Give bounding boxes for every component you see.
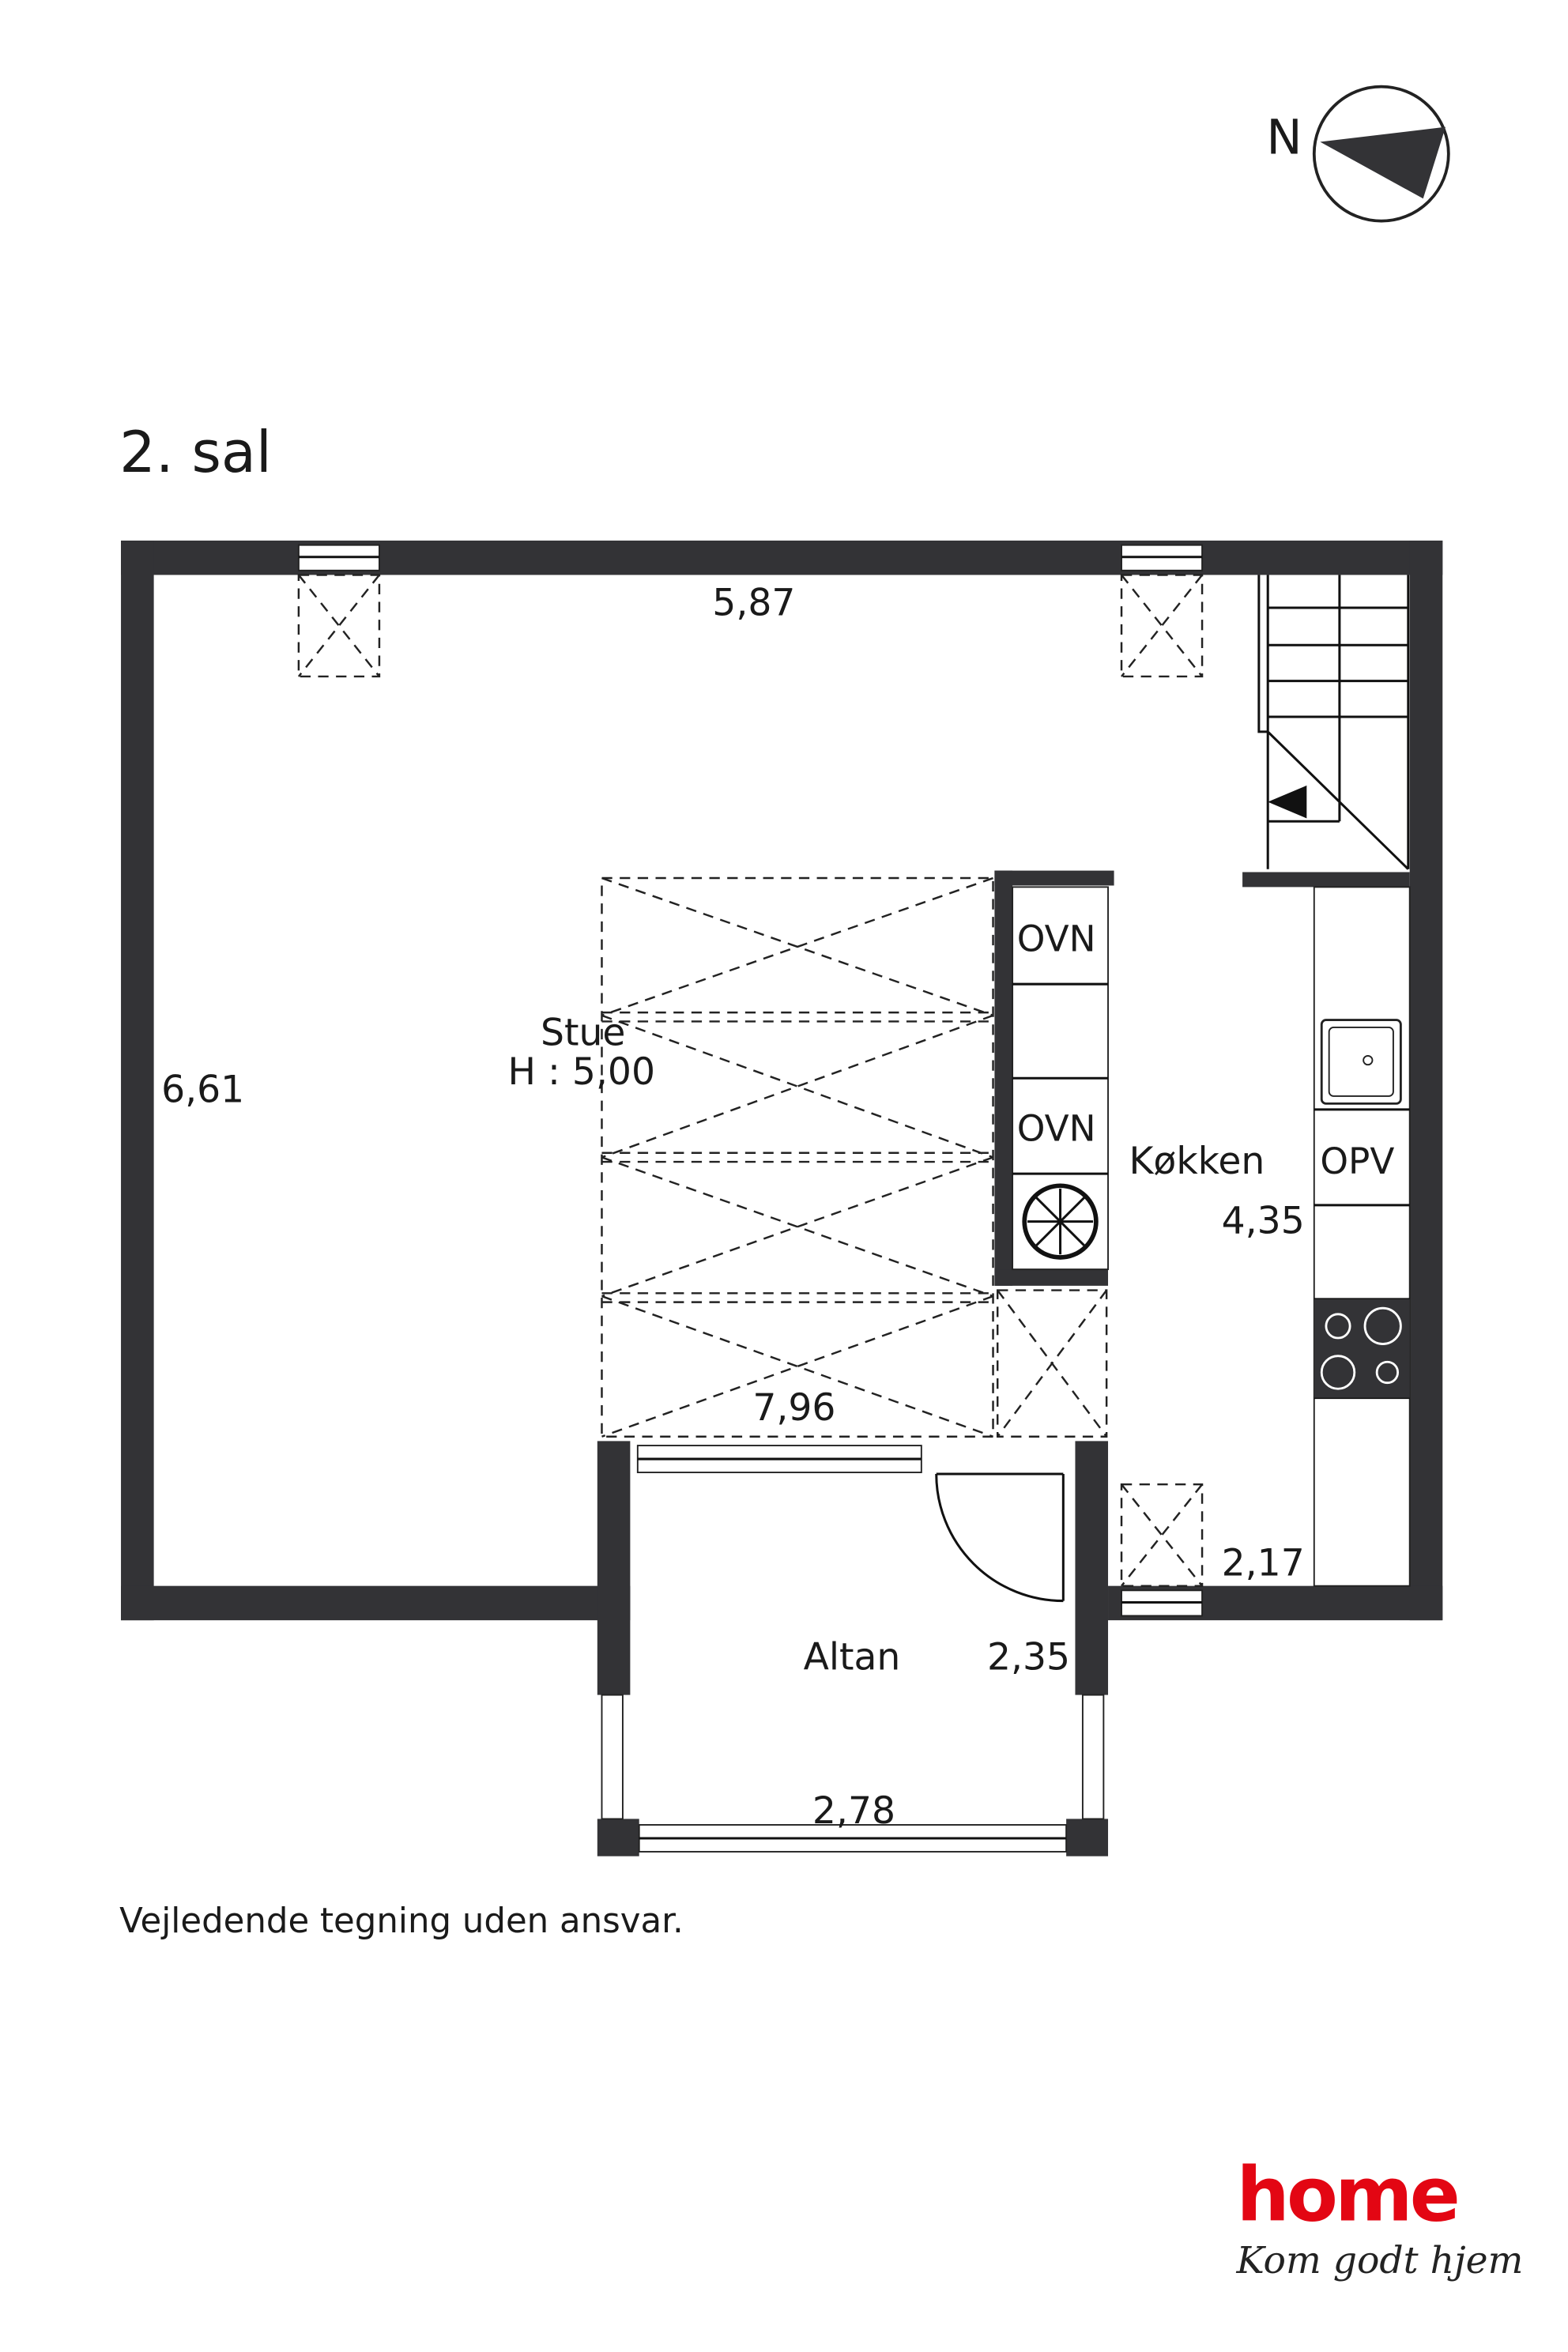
home-logo: home Kom godt hjem xyxy=(1236,2152,1524,2282)
void-length: 7,96 xyxy=(752,1386,835,1430)
logo-brand: home xyxy=(1237,2152,1458,2239)
kokken-length: 4,35 xyxy=(1222,1200,1305,1243)
staircase xyxy=(1257,575,1410,870)
stue-width: 5,87 xyxy=(712,581,795,624)
room-labels: 5,87 6,61 Stue H : 5,00 7,96 Køkken 4,35… xyxy=(161,581,1305,1833)
kokken-name: Køkken xyxy=(1129,1140,1265,1183)
balcony-door xyxy=(935,1472,1065,1603)
kitchen-counter: OPV xyxy=(1313,886,1411,1587)
compass-label: N xyxy=(1266,111,1302,166)
kokken-width: 2,17 xyxy=(1222,1541,1305,1585)
stue-depth: 6,61 xyxy=(161,1068,244,1111)
stue-height: H : 5,00 xyxy=(507,1050,655,1094)
compass: N xyxy=(1266,85,1450,223)
oven-label-1: OVN xyxy=(1017,918,1096,960)
oven-label-2: OVN xyxy=(1017,1108,1096,1150)
sink-icon xyxy=(1320,1019,1402,1105)
altan-name: Altan xyxy=(804,1635,901,1679)
disclaimer: Vejledende tegning uden ansvar. xyxy=(119,1902,684,1941)
floor-title: 2. sal xyxy=(119,419,272,485)
logo-tagline: Kom godt hjem xyxy=(1236,2239,1524,2282)
windows xyxy=(297,544,1204,1853)
altan-width: 2,78 xyxy=(812,1789,895,1833)
skylights xyxy=(297,574,1204,1587)
altan-depth: 2,35 xyxy=(987,1635,1070,1679)
dishwasher-label: OPV xyxy=(1320,1140,1394,1182)
stair-direction-arrow-icon xyxy=(1268,785,1307,819)
walls xyxy=(121,541,1443,1856)
stue-name: Stue xyxy=(541,1012,625,1055)
north-arrow-icon xyxy=(1320,126,1446,199)
open-void xyxy=(601,876,994,1438)
kitchen-island: OVN OVN xyxy=(1012,886,1109,1271)
